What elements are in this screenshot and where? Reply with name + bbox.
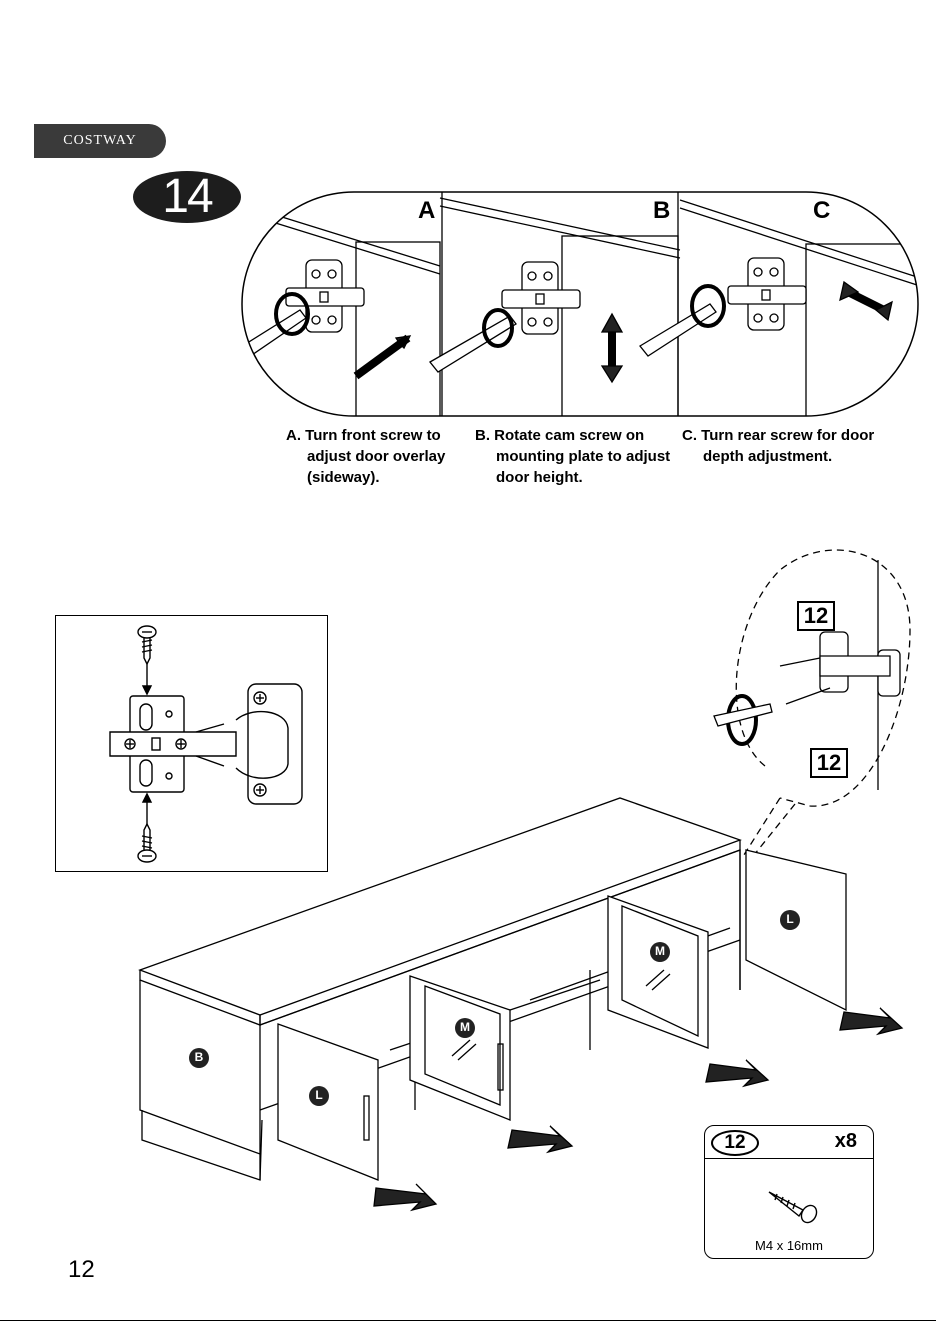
panel-label-c: C	[813, 197, 830, 225]
tv-cabinet-illustration	[130, 540, 920, 1220]
door-label-l-right: L	[782, 912, 798, 926]
parts-divider	[705, 1158, 873, 1159]
door-label-b: B	[191, 1050, 207, 1064]
page-number: 12	[68, 1256, 95, 1284]
callout-screw-bottom: 12	[810, 748, 848, 778]
callout-screw-top: 12	[797, 601, 835, 631]
part-quantity: x8	[835, 1130, 857, 1153]
brand-tab: COSTWAY	[34, 124, 166, 158]
hinge-c	[728, 258, 806, 330]
footer-rule	[0, 1320, 936, 1321]
part-size: M4 x 16mm	[705, 1238, 873, 1253]
door-label-l-left: L	[311, 1088, 327, 1102]
door-label-m-left: M	[457, 1020, 473, 1034]
caption-c: C. Turn rear screw for door depth adjust…	[682, 425, 874, 467]
step-number-badge: 14	[133, 171, 241, 223]
caption-a: A. Turn front screw to adjust door overl…	[286, 425, 445, 488]
part-id-oval: 12	[711, 1130, 759, 1156]
screw-icon	[765, 1186, 821, 1226]
panel-label-a: A	[418, 197, 435, 225]
panel-label-b: B	[653, 197, 670, 225]
caption-b: B. Rotate cam screw on mounting plate to…	[475, 425, 670, 488]
parts-box: 12 x8 M4 x 16mm	[704, 1125, 874, 1259]
door-label-m-right: M	[652, 944, 668, 958]
